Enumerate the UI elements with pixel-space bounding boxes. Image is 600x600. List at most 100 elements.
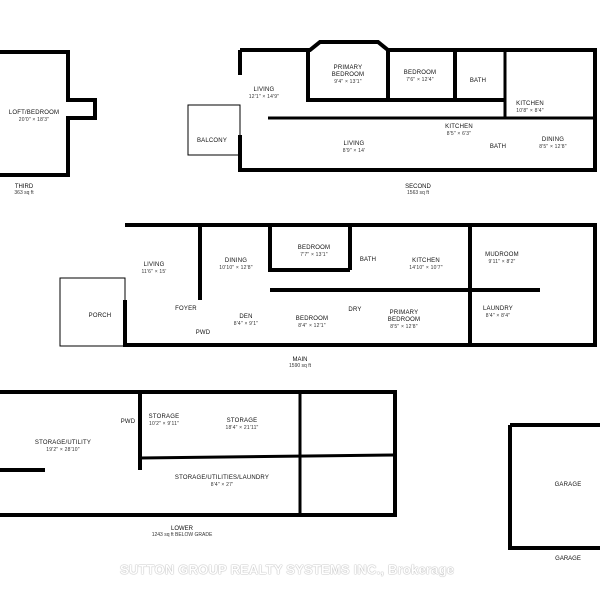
- room-dims: 18'4" × 21'11": [225, 425, 259, 431]
- room-name: LIVING: [143, 262, 165, 268]
- room-name: LAUNDRY: [483, 306, 513, 312]
- room-name: BATH: [469, 78, 487, 84]
- room-name: STORAGE: [148, 414, 180, 420]
- room-dims: 12'1" × 14'9": [248, 94, 280, 100]
- room-dims: 8'4" × 8'4": [485, 313, 511, 319]
- room-name: KITCHEN: [445, 124, 473, 130]
- room-name: PORCH: [88, 313, 112, 319]
- room-pwd-lower: PWD: [121, 419, 136, 426]
- room-name: BATH: [489, 144, 507, 150]
- room-bath-2: BATH: [490, 144, 506, 151]
- floor-label-third: THIRD 363 sq ft: [14, 184, 33, 196]
- room-dims: 8'5" × 12'8": [539, 144, 567, 150]
- room-dims: 8'4" × 12'1": [298, 323, 326, 329]
- room-dims: 10'8" × 8'4": [516, 108, 544, 114]
- room-dims: 8'4" × 27': [210, 482, 234, 488]
- room-dims: 7'7" × 13'1": [300, 252, 328, 258]
- room-name: STORAGE: [226, 418, 258, 424]
- room-name: LIVING: [253, 87, 275, 93]
- room-loft-bedroom: LOFT/BEDROOM 20'0" × 18'3": [9, 110, 59, 124]
- main-floor-walls: [123, 223, 597, 347]
- floor-name: SECOND: [405, 184, 431, 190]
- room-dims: 8'5" × 6'3": [446, 131, 472, 137]
- room-bath: BATH: [470, 78, 486, 85]
- room-bath-main: BATH: [360, 257, 376, 264]
- floor-area: 1563 sq ft: [407, 190, 429, 196]
- room-name: BEDROOM: [295, 316, 329, 322]
- room-name: PRIMARY BEDROOM: [331, 65, 365, 78]
- room-dims: 9'11" × 8'2": [488, 259, 516, 265]
- room-name: MUDROOM: [485, 252, 519, 258]
- floor-name: THIRD: [14, 184, 34, 190]
- room-name: KITCHEN: [412, 258, 440, 264]
- room-name: STORAGE/UTILITIES/LAUNDRY: [174, 475, 270, 481]
- room-foyer: FOYER: [175, 306, 197, 313]
- room-name: DINING: [224, 258, 248, 264]
- floor-name: GARAGE: [555, 556, 581, 562]
- room-name: FOYER: [175, 306, 197, 312]
- lower-floor-walls: [0, 390, 397, 517]
- room-name: GARAGE: [554, 482, 582, 488]
- room-dims: 7'6" × 12'4": [406, 77, 434, 83]
- room-dims: 8'5" × 12'8": [390, 324, 418, 330]
- room-dry: DRY: [348, 307, 361, 314]
- floor-area: 363 sq ft: [14, 190, 34, 196]
- brokerage-watermark: SUTTON GROUP REALTY SYSTEMS INC., Broker…: [120, 562, 455, 577]
- room-name: DINING: [541, 137, 565, 143]
- room-dims: 14'10" × 10'7": [409, 265, 443, 271]
- room-dims: 8'4" × 9'1": [233, 321, 259, 327]
- room-name: BEDROOM: [297, 245, 331, 251]
- room-dims: 11'6" × 15': [141, 269, 167, 275]
- room-name: PWD: [195, 330, 211, 336]
- room-name: STORAGE/UTILITY: [34, 440, 92, 446]
- floor-area: 1590 sq ft: [289, 363, 311, 369]
- room-name: BEDROOM: [403, 70, 437, 76]
- room-name: DEN: [239, 314, 253, 320]
- room-porch: PORCH: [89, 313, 112, 320]
- room-name: BALCONY: [196, 138, 228, 144]
- room-dims: 20'0" × 18'3": [18, 117, 50, 123]
- room-name: KITCHEN: [516, 101, 544, 107]
- room-name: PRIMARY BEDROOM: [387, 310, 421, 323]
- floor-name: MAIN: [292, 357, 308, 363]
- floor-area: 1243 sq ft BELOW GRADE: [151, 532, 213, 538]
- garage-walls: [508, 423, 600, 550]
- room-name: BATH: [359, 257, 377, 263]
- third-floor-walls: [0, 50, 97, 177]
- room-name: LOFT/BEDROOM: [8, 110, 60, 116]
- room-dims: 10'2" × 9'11": [148, 421, 180, 427]
- room-garage: GARAGE: [555, 482, 582, 489]
- room-dims: 9'4" × 13'1": [334, 79, 362, 85]
- room-balcony: BALCONY: [197, 138, 227, 145]
- room-dims: 19'2" × 28'10": [46, 447, 80, 453]
- room-pwd: PWD: [196, 330, 211, 337]
- floor-label-garage: GARAGE: [555, 556, 581, 562]
- room-dims: 10'10" × 12'8": [219, 265, 253, 271]
- room-name: PWD: [120, 419, 136, 425]
- floor-name: LOWER: [170, 526, 193, 532]
- room-name: LIVING: [343, 141, 365, 147]
